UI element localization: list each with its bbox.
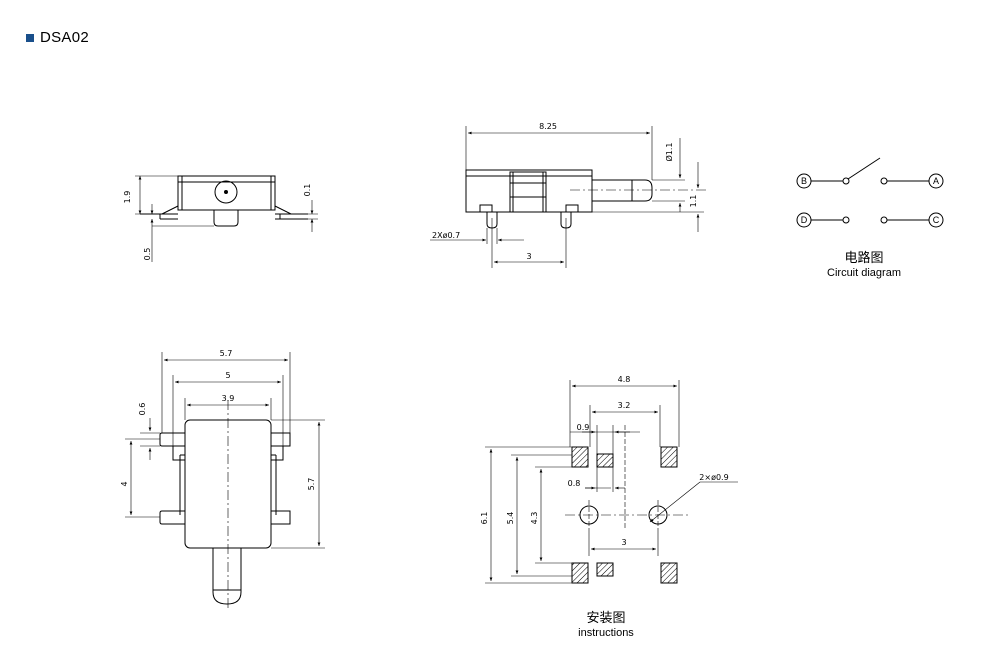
dim-front-shaft-dia: Ø1.1: [664, 142, 674, 161]
dim-top-pin-width: 0.6: [138, 403, 147, 416]
dim-side-thickness: 0.1: [303, 184, 312, 197]
dim-top-width-body: 3.9: [222, 394, 235, 403]
page-title: DSA02: [40, 29, 90, 46]
dim-side-terminal: 0.5: [143, 248, 152, 261]
dim-install-height-mid: 5.4: [506, 512, 515, 525]
dim-side-height: 1.9: [123, 191, 132, 204]
dim-front-shaft-pos: 1.1: [689, 195, 698, 208]
dim-top-height: 5.7: [307, 478, 316, 491]
install-caption-en: instructions: [578, 627, 634, 639]
terminal-c-label: C: [933, 215, 940, 225]
dim-top-width-outer: 5.7: [220, 349, 233, 358]
dim-top-width-mid: 5: [225, 371, 230, 380]
front-view: [430, 126, 706, 268]
dim-install-outer-width: 4.8: [618, 375, 631, 384]
circuit-diagram: [796, 157, 944, 228]
dim-install-height-inner: 4.3: [530, 512, 539, 525]
top-view: [125, 352, 325, 610]
side-view: [135, 175, 318, 262]
terminal-a-label: A: [933, 176, 939, 186]
dim-top-pin-span: 4: [120, 481, 129, 486]
terminal-d-label: D: [801, 215, 808, 225]
dim-install-pad-width: 0.9: [577, 423, 590, 432]
header: DSA02: [26, 29, 89, 46]
square-bullet-icon: [26, 33, 34, 42]
terminal-b-label: B: [801, 176, 807, 186]
dim-install-hole: 2×ø0.9: [699, 473, 728, 482]
dim-front-pin-dia: 2Xø0.7: [432, 231, 460, 240]
circuit-caption-en: Circuit diagram: [827, 267, 901, 279]
install-caption-cn: 安装图: [586, 611, 625, 626]
dim-front-pin-pitch: 3: [526, 252, 531, 261]
dim-install-pad-gap: 0.8: [568, 479, 581, 488]
dim-front-length: 8.25: [539, 122, 557, 131]
dim-install-height-total: 6.1: [480, 512, 489, 525]
dim-install-inner-width: 3.2: [618, 401, 631, 410]
dim-install-hole-pitch: 3: [621, 538, 626, 547]
circuit-caption-cn: 电路图: [844, 250, 883, 266]
install-layout: [485, 380, 738, 584]
